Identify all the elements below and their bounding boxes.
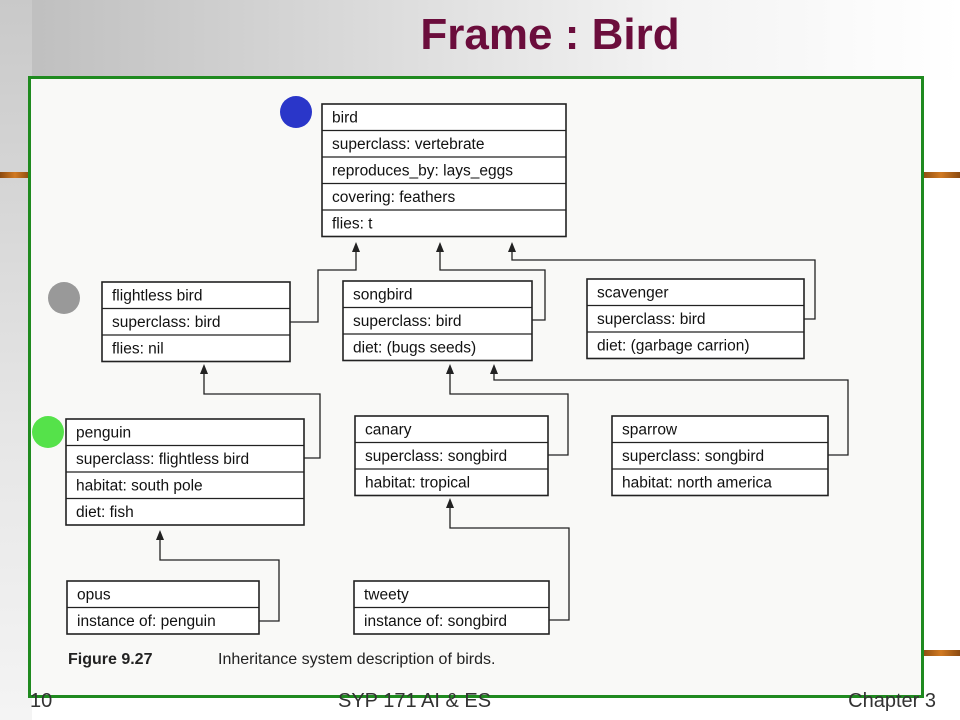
songbird-slot-0: songbird bbox=[353, 287, 412, 304]
frame-box-canary: canary superclass: songbird habitat: tropi… bbox=[354, 415, 549, 497]
sparrow-slot-2: habitat: north america bbox=[622, 475, 772, 492]
songbird-slot-2: diet: (bugs seeds) bbox=[353, 340, 476, 357]
decorative-rule-bottom-right bbox=[922, 650, 960, 656]
connector-opus-to-penguin bbox=[156, 530, 280, 622]
scavenger-slot-0: scavenger bbox=[597, 285, 669, 302]
bird-slot-3: covering: feathers bbox=[332, 189, 455, 206]
frame-box-scavenger: scavenger superclass: bird diet: (garbage … bbox=[586, 278, 805, 360]
bird-slot-0: bird bbox=[332, 110, 358, 127]
opus-slot-0: opus bbox=[77, 587, 111, 604]
blue-marker bbox=[280, 96, 312, 128]
bird-slot-4: flies: t bbox=[332, 216, 373, 233]
tweety-slot-1: instance of: songbird bbox=[364, 613, 507, 630]
bird-slot-1: superclass: vertebrate bbox=[332, 136, 485, 153]
frame-box-opus: opus instance of: penguin bbox=[66, 580, 260, 635]
frame-box-penguin: penguin superclass: flightless bird habita… bbox=[65, 418, 305, 526]
scavenger-slot-1: superclass: bird bbox=[597, 311, 706, 328]
slide-number: 10 bbox=[30, 690, 53, 712]
slide-header-background bbox=[0, 0, 960, 80]
canary-slot-2: habitat: tropical bbox=[365, 475, 470, 492]
frame-box-bird: bird superclass: vertebrate reproduces_by:… bbox=[321, 103, 567, 238]
penguin-slot-3: diet: fish bbox=[76, 504, 134, 521]
penguin-slot-1: superclass: flightless bird bbox=[76, 451, 249, 468]
decorative-rule-left bbox=[0, 172, 30, 178]
canary-slot-0: canary bbox=[365, 422, 412, 439]
connector-penguin-to-flightless bbox=[200, 364, 321, 459]
green-marker bbox=[32, 416, 64, 448]
scavenger-slot-2: diet: (garbage carrion) bbox=[597, 338, 750, 355]
frame-box-flightless-bird: flightless bird superclass: bird flies: ni… bbox=[101, 281, 291, 363]
flightless-bird-slot-1: superclass: bird bbox=[112, 314, 221, 331]
gray-marker bbox=[48, 282, 80, 314]
flightless-bird-slot-2: flies: nil bbox=[112, 341, 164, 358]
figure-caption-label: Figure 9.27 bbox=[68, 651, 153, 668]
opus-slot-1: instance of: penguin bbox=[77, 613, 216, 630]
connector-canary-to-songbird bbox=[446, 364, 569, 456]
frame-boxes: bird superclass: vertebrate reproduces_by:… bbox=[65, 103, 829, 635]
canary-slot-1: superclass: songbird bbox=[365, 448, 507, 465]
sparrow-slot-1: superclass: songbird bbox=[622, 448, 764, 465]
frame-box-sparrow: sparrow superclass: songbird habitat: nort… bbox=[611, 415, 829, 497]
figure-caption-text: Inheritance system description of birds. bbox=[218, 651, 495, 668]
bird-slot-2: reproduces_by: lays_eggs bbox=[332, 163, 513, 180]
penguin-slot-0: penguin bbox=[76, 425, 131, 442]
slide-title: Frame : Bird bbox=[420, 10, 680, 59]
frame-box-songbird: songbird superclass: bird diet: (bugs seed… bbox=[342, 280, 533, 362]
sparrow-slot-0: sparrow bbox=[622, 422, 678, 439]
frame-box-tweety: tweety instance of: songbird bbox=[353, 580, 550, 635]
decorative-rule-right bbox=[922, 172, 960, 178]
connector-flightless-to-bird bbox=[268, 242, 360, 323]
flightless-bird-slot-0: flightless bird bbox=[112, 288, 202, 305]
slide-left-background bbox=[0, 0, 32, 720]
songbird-slot-1: superclass: bird bbox=[353, 313, 462, 330]
penguin-slot-2: habitat: south pole bbox=[76, 478, 203, 495]
tweety-slot-0: tweety bbox=[364, 587, 409, 604]
course-code: SYP 171 AI & ES bbox=[338, 690, 492, 712]
connector-sparrow-to-songbird bbox=[490, 364, 849, 456]
connector-tweety-to-canary bbox=[446, 498, 570, 621]
chapter-label: Chapter 3 bbox=[848, 690, 936, 712]
